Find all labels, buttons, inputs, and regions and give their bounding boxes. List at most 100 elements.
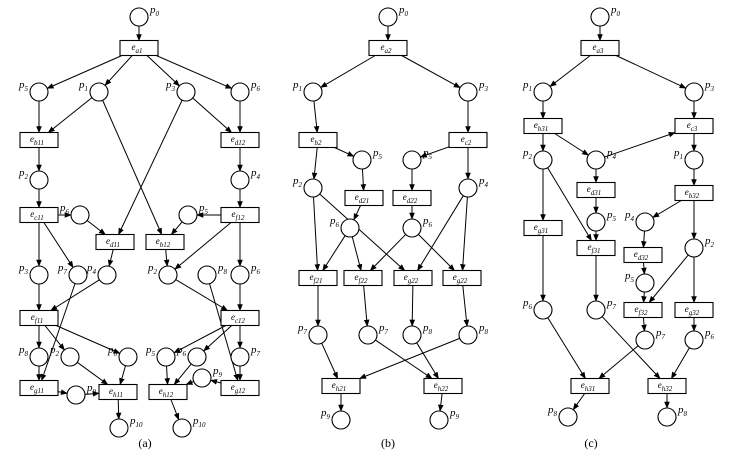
arc-b-p3-t3 — [360, 168, 367, 192]
arc-c-p9-t8 — [648, 254, 689, 304]
arc-c-t0-p1 — [549, 55, 591, 87]
transition-a-7 — [19, 309, 59, 327]
arc-a-p19-t11 — [173, 363, 192, 386]
place-label-b-0: p0 — [398, 4, 409, 18]
place-c-5 — [684, 150, 704, 170]
place-b-8 — [402, 218, 422, 238]
place-c-11 — [586, 300, 606, 320]
place-b-0 — [378, 7, 398, 27]
arc-b-t0-p2 — [401, 55, 461, 89]
transition-a-10 — [98, 383, 138, 401]
place-label-c-11: p7 — [606, 297, 617, 311]
transition-a-9 — [19, 379, 59, 397]
transition-a-5 — [145, 233, 185, 251]
transition-a-8 — [220, 309, 260, 327]
place-a-22 — [192, 368, 212, 388]
arc-a-p13-t12 — [209, 283, 239, 382]
place-label-b-5: p2 — [292, 175, 303, 189]
place-label-b-9: p7 — [297, 322, 308, 336]
place-label-c-6: p5 — [606, 209, 617, 223]
arc-c-t7-p8 — [641, 262, 647, 275]
place-label-a-19: p6 — [176, 344, 187, 358]
place-c-7 — [635, 212, 655, 232]
transition-a-1 — [19, 131, 59, 149]
place-c-13 — [684, 330, 704, 350]
arc-c-p11-t11 — [601, 316, 661, 380]
arc-a-p3-t4 — [118, 99, 183, 236]
transition-label-b-1: eb2 — [311, 134, 323, 147]
transition-label-c-2: ec3 — [687, 120, 698, 133]
transition-b-9 — [321, 377, 361, 395]
arc-a-t4-p11 — [107, 249, 114, 267]
arc-b-t0-p1 — [320, 55, 376, 88]
place-c-9 — [684, 238, 704, 258]
place-label-c-14: p8 — [547, 404, 558, 418]
place-label-b-8: p6 — [422, 215, 433, 229]
place-c-3 — [533, 150, 553, 170]
transition-a-6 — [220, 206, 260, 224]
place-label-a-17: p6 — [107, 344, 118, 358]
place-b-4 — [402, 150, 422, 170]
arc-b-t7-p11 — [409, 285, 416, 327]
arc-b-p6-t8 — [460, 196, 468, 272]
arc-b-t2-p4 — [419, 146, 450, 158]
arc-a-p2-t1 — [47, 97, 93, 133]
arc-c-p8-t8 — [641, 291, 647, 304]
place-b-12 — [458, 325, 478, 345]
arc-b-t1-p5 — [311, 147, 318, 180]
arc-a-t9-p21 — [57, 389, 68, 395]
transition-c-3 — [576, 181, 616, 199]
place-c-10 — [533, 300, 553, 320]
arc-a-p7-t4 — [86, 220, 106, 235]
place-label-a-24: p10 — [192, 415, 206, 429]
transition-a-4 — [95, 233, 135, 251]
arc-a-t10-p23 — [115, 399, 122, 420]
place-b-6 — [458, 178, 478, 198]
arc-a-p11-t7 — [50, 279, 100, 311]
place-a-3 — [176, 82, 196, 102]
arc-b-p7-t6 — [351, 236, 363, 272]
place-label-b-10: p7 — [378, 322, 389, 336]
transition-a-2 — [220, 131, 260, 149]
arc-c-p3-t6 — [547, 167, 592, 242]
place-label-b-11: p8 — [422, 322, 433, 336]
arc-a-t6-p12 — [174, 222, 232, 270]
place-label-b-4: p5 — [422, 147, 433, 161]
transition-c-1 — [523, 117, 563, 135]
arc-a-t8-p19 — [203, 325, 233, 352]
arc-c-t10-p14 — [572, 393, 586, 411]
transition-a-3 — [19, 206, 59, 224]
arc-c-t1-p4 — [554, 133, 590, 156]
place-b-14 — [429, 410, 449, 430]
arc-b-t6-p10 — [363, 285, 370, 327]
arc-a-t3-p10 — [43, 222, 74, 269]
place-c-0 — [590, 7, 610, 27]
place-a-6 — [230, 170, 250, 190]
place-label-c-8: p5 — [624, 270, 635, 284]
caption-b: (b) — [381, 436, 395, 450]
transition-b-10 — [423, 377, 463, 395]
place-label-c-1: p1 — [522, 79, 532, 93]
place-a-15 — [29, 347, 49, 367]
transition-b-2 — [448, 131, 488, 149]
transition-label-b-0: ea2 — [381, 42, 393, 55]
place-a-0 — [129, 7, 149, 27]
place-a-20 — [230, 347, 250, 367]
place-label-a-21: p9 — [86, 382, 97, 396]
transition-c-5 — [523, 219, 563, 237]
arc-b-p5-t5 — [313, 196, 321, 272]
transition-b-3 — [344, 189, 384, 207]
place-label-b-2: p3 — [478, 79, 489, 93]
place-a-14 — [230, 265, 250, 285]
place-label-c-3: p2 — [522, 147, 533, 161]
place-label-a-10: p7 — [57, 262, 68, 276]
place-a-17 — [118, 347, 138, 367]
place-label-a-0: p0 — [149, 4, 160, 18]
transition-c-10 — [570, 377, 610, 395]
transition-c-8 — [623, 301, 663, 319]
place-a-8 — [178, 205, 198, 225]
place-label-b-7: p6 — [329, 215, 340, 229]
place-b-11 — [402, 325, 422, 345]
transition-a-12 — [220, 379, 260, 397]
transition-c-7 — [623, 246, 663, 264]
